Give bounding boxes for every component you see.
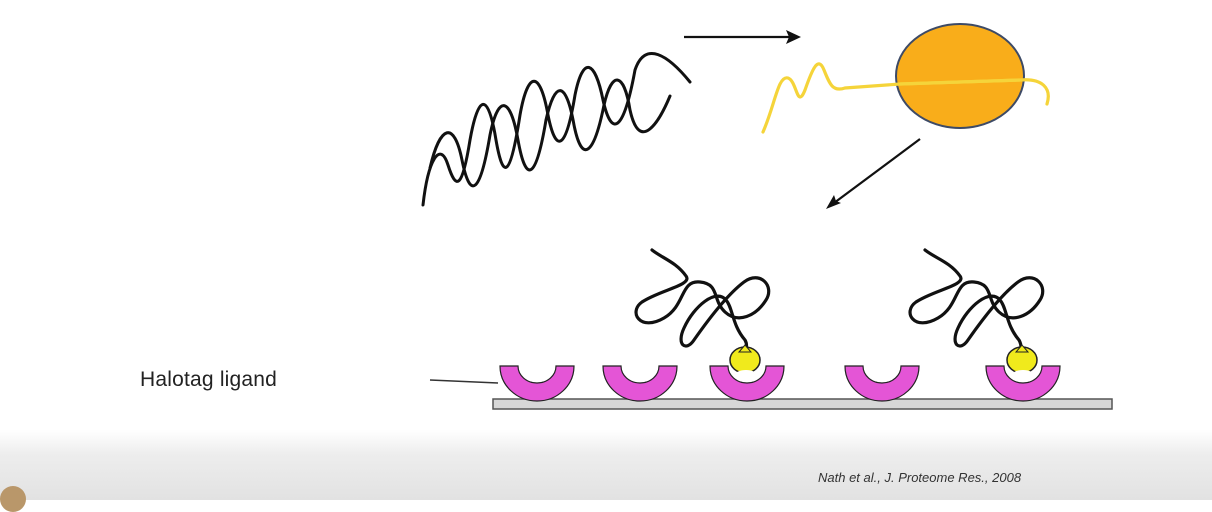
unfolded-protein-icon [908,248,1045,380]
citation-text: Nath et al., J. Proteome Res., 2008 [818,470,1022,485]
arrow-right-icon [684,30,801,44]
halotag-ligand-cup-icon [985,365,1061,402]
halotag-ligand-label: Halotag ligand [140,368,278,391]
diagram [421,23,1113,410]
halotag-ligand-cup-icon [499,365,575,402]
label-pointer-line [429,379,499,384]
halotag-ligand-cup-icon [709,365,785,402]
footer-band [0,430,1212,500]
halotag-ligand-cup-icon [844,365,920,402]
logo-icon [0,486,26,512]
ribosome-translation-icon [761,23,1050,134]
dna-helix-icon [421,52,692,207]
arrow-down-left-icon [826,138,921,209]
slide: Halotag ligand Nath et al., J. Proteome … [0,23,1212,512]
unfolded-protein-icon [634,248,771,380]
surface-slab [492,398,1113,410]
halotag-ligand-cup-icon [602,365,678,402]
